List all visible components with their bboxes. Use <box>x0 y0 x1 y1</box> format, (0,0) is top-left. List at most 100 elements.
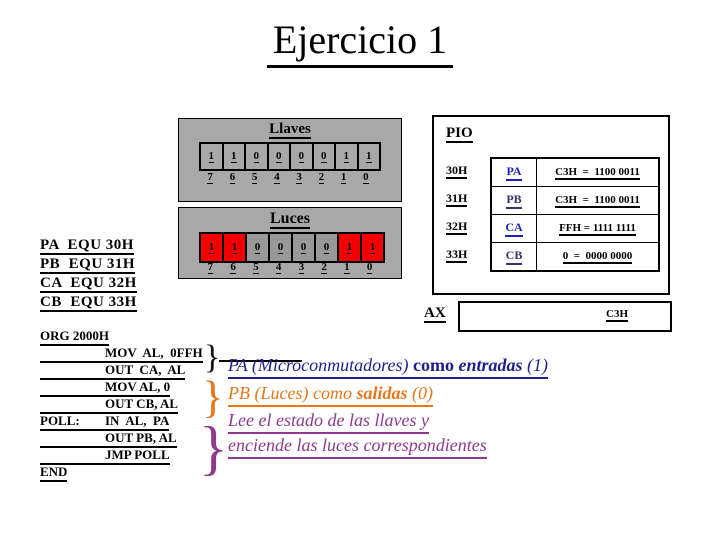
code-line: MOV AL, 0FFH <box>40 345 203 363</box>
bit-index: 5 <box>251 171 258 184</box>
switch-bit: 1 <box>343 150 349 163</box>
light-cell: 0 <box>247 234 270 261</box>
llaves-index-row: 7 6 5 4 3 2 1 0 <box>199 171 377 184</box>
pio-port-label: PB <box>492 187 537 214</box>
switch-cell: 0 <box>246 144 269 169</box>
code-line: OUT PB, AL <box>40 430 203 448</box>
switch-cell: 0 <box>269 144 291 169</box>
switch-cell: 0 <box>291 144 314 169</box>
ax-register-label: AX <box>424 305 446 323</box>
bit-index: 6 <box>230 261 236 274</box>
pio-address: 33H <box>446 247 468 263</box>
ax-register-value: C3H <box>606 308 628 322</box>
switch-bit: 1 <box>366 150 372 163</box>
pio-row: CB 0 = 0000 0000 <box>492 243 658 270</box>
llaves-switch-row: 1 1 0 0 0 0 1 1 <box>199 142 381 171</box>
pio-address: 31H <box>446 191 468 207</box>
pio-address: 32H <box>446 219 468 235</box>
annotation-line: Lee el estado de las llaves y <box>228 410 487 435</box>
pio-port-value: 0 = 0000 0000 <box>562 249 633 264</box>
annotation-line: enciende las luces correspondientes <box>228 435 487 460</box>
bit-index: 2 <box>318 171 325 184</box>
bit-index: 5 <box>253 261 259 274</box>
bit-index: 2 <box>321 261 327 274</box>
bit-index: 4 <box>275 261 282 274</box>
code-line: JMP POLL <box>40 447 203 465</box>
annotation-pa-entradas: PA (Microconmutadores) como entradas (1) <box>228 355 548 379</box>
switch-cell: 1 <box>201 144 224 169</box>
light-bit: 1 <box>231 241 238 254</box>
luces-index-row: 7 6 5 4 3 2 1 0 <box>199 261 381 274</box>
equ-line: CA EQU 32H <box>40 275 137 293</box>
equ-line: PA EQU 30H <box>40 237 134 255</box>
pio-port-value: C3H = 1100 0011 <box>555 165 640 180</box>
pio-label: PIO <box>446 125 473 143</box>
switch-bit: 1 <box>231 150 237 163</box>
switch-bit: 0 <box>276 150 282 163</box>
ax-register-box: C3H <box>458 301 672 332</box>
switch-bit: 0 <box>298 150 304 163</box>
underline-extension <box>219 360 302 362</box>
bit-index: 3 <box>298 261 305 274</box>
switch-bit: 0 <box>253 150 259 163</box>
equ-declarations: PA EQU 30H PB EQU 31H CA EQU 32H CB EQU … <box>40 237 137 313</box>
luces-lights-row: 1 1 0 0 0 0 1 1 <box>199 232 385 263</box>
light-cell: 1 <box>362 234 383 261</box>
pio-port-value: C3H = 1100 0011 <box>555 193 640 208</box>
bit-index: 0 <box>363 171 369 184</box>
light-cell: 0 <box>293 234 316 261</box>
bit-index: 4 <box>274 171 280 184</box>
light-bit: 1 <box>346 241 353 254</box>
light-bit: 0 <box>300 241 307 254</box>
light-cell: 1 <box>201 234 224 261</box>
switch-cell: 1 <box>336 144 359 169</box>
code-line: END <box>40 464 203 482</box>
light-bit: 1 <box>369 241 376 254</box>
equ-line: CB EQU 33H <box>40 294 137 312</box>
bit-index: 1 <box>344 261 350 274</box>
pio-box: PIO 30H 31H 32H 33H PA C3H = 1100 0011 P… <box>432 115 670 295</box>
pio-port-value: FFH = 1111 1111 <box>559 221 636 236</box>
bit-index: 7 <box>207 171 213 184</box>
pio-port-label: PA <box>492 159 537 186</box>
pio-row: PB C3H = 1100 0011 <box>492 187 658 215</box>
light-bit: 0 <box>323 241 330 254</box>
llaves-box: Llaves 1 1 0 0 0 0 1 1 7 6 5 4 3 2 1 0 <box>178 118 402 202</box>
equ-line: PB EQU 31H <box>40 256 136 274</box>
pio-row: PA C3H = 1100 0011 <box>492 159 658 187</box>
curly-brace-icon: } <box>199 415 228 481</box>
light-cell: 1 <box>339 234 362 261</box>
switch-cell: 1 <box>224 144 246 169</box>
switch-cell: 0 <box>314 144 336 169</box>
annotation-poll-loop: Lee el estado de las llaves y enciende l… <box>228 410 487 460</box>
pio-address: 30H <box>446 163 468 179</box>
light-bit: 0 <box>254 241 261 254</box>
bit-index: 0 <box>366 261 373 274</box>
pio-row: CA FFH = 1111 1111 <box>492 215 658 243</box>
bit-index: 1 <box>340 171 347 184</box>
light-cell: 1 <box>224 234 247 261</box>
curly-brace-icon: } <box>202 372 224 422</box>
code-line: POLL:IN AL, PA <box>40 413 203 431</box>
code-line: MOV AL, 0 <box>40 379 203 397</box>
luces-label: Luces <box>270 210 310 229</box>
code-line: OUT CA, AL <box>40 362 203 380</box>
switch-bit: 0 <box>321 150 327 163</box>
light-cell: 0 <box>270 234 293 261</box>
annotation-pb-salidas: PB (Luces) como salidas (0) <box>228 383 433 407</box>
pio-port-label: CB <box>492 243 537 270</box>
switch-cell: 1 <box>359 144 380 169</box>
llaves-label: Llaves <box>269 121 311 139</box>
page-title: Ejercicio 1 <box>0 16 720 68</box>
curly-brace-icon: } <box>204 339 221 376</box>
pio-port-label: CA <box>492 215 537 242</box>
light-bit: 1 <box>208 241 215 254</box>
bit-index: 6 <box>229 171 236 184</box>
pio-register-table: PA C3H = 1100 0011 PB C3H = 1100 0011 CA… <box>490 157 660 272</box>
assembly-code-block: ORG 2000H MOV AL, 0FFH OUT CA, AL MOV AL… <box>40 328 203 482</box>
code-line: OUT CB, AL <box>40 396 203 414</box>
light-bit: 0 <box>277 241 284 254</box>
luces-box: Luces 1 1 0 0 0 0 1 1 7 6 5 4 3 2 1 0 <box>178 207 402 279</box>
bit-index: 3 <box>296 171 302 184</box>
